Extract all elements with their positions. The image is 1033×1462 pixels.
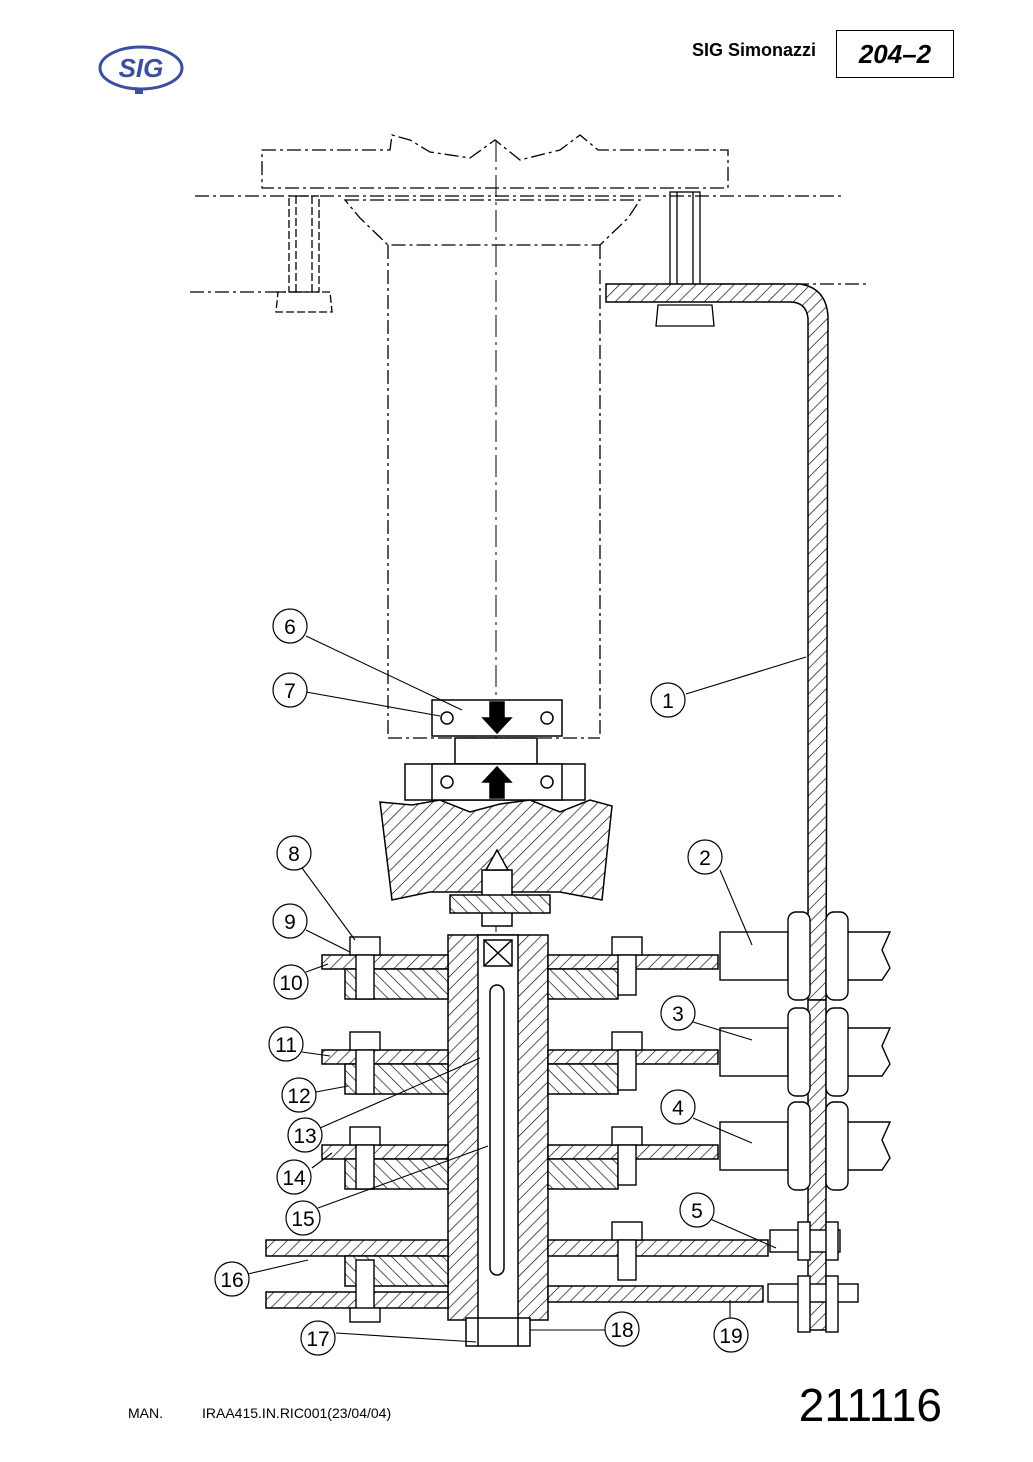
central-hub [447, 934, 549, 1347]
svg-text:9: 9 [284, 911, 296, 934]
upper-assembly-phantom [190, 134, 870, 1345]
logo-text: SIG [119, 53, 164, 83]
svg-text:14: 14 [282, 1167, 306, 1190]
svg-text:15: 15 [291, 1208, 314, 1231]
svg-text:12: 12 [287, 1085, 310, 1108]
svg-text:10: 10 [279, 972, 302, 995]
holder-block [379, 799, 613, 927]
callout-8: 8 [276, 835, 312, 871]
svg-text:4: 4 [672, 1097, 684, 1120]
svg-text:11: 11 [275, 1034, 297, 1057]
svg-text:13: 13 [293, 1125, 316, 1148]
callout-16: 16 [214, 1261, 250, 1297]
sensors-and-nuts [719, 911, 892, 1333]
svg-text:1: 1 [662, 690, 674, 713]
brand-name: SIG Simonazzi [691, 40, 816, 60]
sig-logo: SIG [98, 45, 184, 94]
svg-text:2: 2 [699, 847, 711, 870]
callout-15: 15 [285, 1200, 321, 1236]
callout-17: 17 [300, 1320, 336, 1356]
callout-19: 19 [713, 1317, 749, 1353]
svg-text:7: 7 [284, 680, 296, 703]
drawing-number: 211116 [798, 1379, 942, 1431]
callout-1: 1 [650, 682, 686, 718]
page-reference: 204–2 [858, 38, 932, 69]
callout-10: 10 [273, 964, 309, 1000]
svg-text:8: 8 [288, 843, 300, 866]
svg-text:3: 3 [672, 1003, 684, 1026]
page-reference-box: 204–2 [836, 30, 954, 78]
svg-text:17: 17 [306, 1328, 329, 1351]
callout-18: 18 [604, 1311, 640, 1347]
svg-text:5: 5 [691, 1200, 703, 1223]
leader-lines [247, 635, 807, 1343]
callouts: 1 2 3 4 5 6 7 8 9 10 11 12 13 14 15 16 1… [214, 608, 749, 1356]
callout-14: 14 [276, 1159, 312, 1195]
bolts [349, 936, 643, 1323]
callout-7: 7 [272, 672, 308, 708]
callout-2: 2 [687, 839, 723, 875]
svg-text:18: 18 [610, 1319, 633, 1342]
callout-5: 5 [679, 1192, 715, 1228]
callout-9: 9 [272, 903, 308, 939]
callout-6: 6 [272, 608, 308, 644]
callout-3: 3 [660, 995, 696, 1031]
coupling-blocks [404, 699, 586, 801]
footer-doc-code: IRAA415.IN.RIC001(23/04/04) [202, 1405, 392, 1421]
callout-4: 4 [660, 1089, 696, 1125]
callout-13: 13 [287, 1117, 323, 1153]
svg-text:19: 19 [719, 1325, 742, 1348]
svg-text:6: 6 [284, 616, 296, 639]
callout-11: 11 [268, 1026, 304, 1062]
svg-text:16: 16 [220, 1269, 243, 1292]
footer-man-label: MAN. [128, 1405, 163, 1421]
callout-12: 12 [281, 1077, 317, 1113]
